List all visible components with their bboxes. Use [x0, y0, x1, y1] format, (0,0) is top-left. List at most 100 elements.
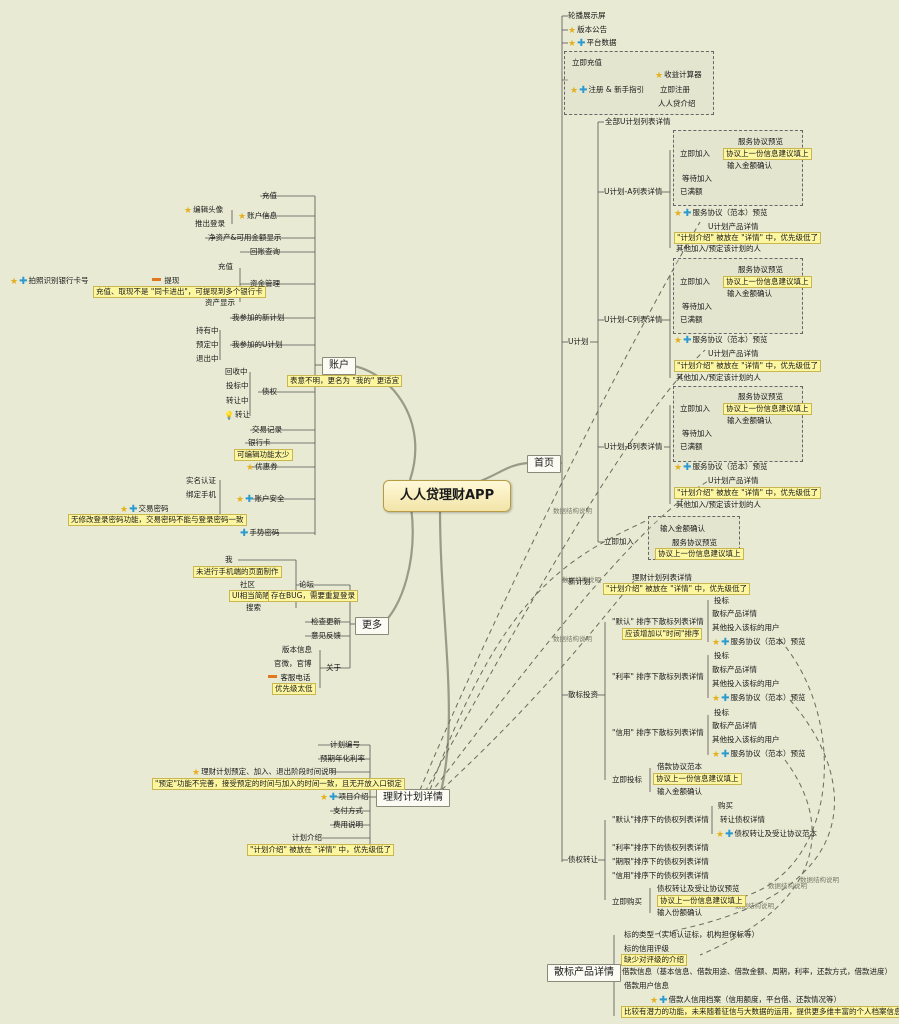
- bind-phone[interactable]: 绑定手机: [186, 490, 216, 499]
- service-agreement-c[interactable]: ★✚服务协议（范本）预览: [674, 335, 767, 346]
- check-update[interactable]: 检查更新: [311, 617, 341, 626]
- exited[interactable]: 退出中: [196, 354, 219, 363]
- home-income-calc[interactable]: ★收益计算器: [655, 70, 702, 81]
- join-now-b[interactable]: 立即加入: [680, 404, 710, 413]
- branch-more[interactable]: 更多: [355, 617, 389, 635]
- u-product-detail-b[interactable]: U计划产品详情: [708, 476, 759, 485]
- service-preview-b[interactable]: 服务协议预览: [738, 392, 783, 401]
- bid-2[interactable]: 投标: [714, 651, 729, 660]
- repay-query[interactable]: 回账查询: [250, 247, 280, 256]
- community[interactable]: 社区: [240, 580, 255, 589]
- transfer[interactable]: 💡转让: [224, 410, 250, 420]
- flow-note[interactable]: ★理财计划预定、加入、退出阶段时间说明: [192, 767, 336, 778]
- service-preview-c[interactable]: 服务协议预览: [738, 265, 783, 274]
- bidding[interactable]: 投标中: [226, 381, 249, 390]
- bid-now[interactable]: 立即投标: [612, 775, 642, 784]
- u-plan-b[interactable]: U计划-B列表详情: [604, 442, 663, 451]
- home-platform-data[interactable]: ★✚平台数据: [568, 38, 616, 49]
- join-now-new[interactable]: 立即加入: [604, 537, 634, 546]
- new-plan[interactable]: 新计划: [568, 577, 591, 586]
- edit-avatar[interactable]: ★编辑头像: [184, 205, 223, 216]
- loan-service-agreement-3[interactable]: ★✚服务协议（范本）预览: [712, 749, 805, 760]
- loan-service-agreement-1[interactable]: ★✚服务协议（范本）预览: [712, 637, 805, 648]
- home-rr-intro[interactable]: 人人贷介绍: [658, 99, 696, 108]
- debt-credit-list[interactable]: "信用"排序下的债权列表详情: [612, 871, 709, 880]
- debt-default-list[interactable]: "默认"排序下的债权列表详情: [612, 815, 709, 824]
- u-product-detail-c[interactable]: U计划产品详情: [708, 349, 759, 358]
- home-register-now[interactable]: 立即注册: [660, 85, 690, 94]
- holding[interactable]: 持有中: [196, 326, 219, 335]
- version[interactable]: 版本信息: [282, 645, 312, 654]
- bid-1[interactable]: 投标: [714, 596, 729, 605]
- plan-intro[interactable]: 计划介绍: [292, 833, 322, 842]
- loan-product-detail-1[interactable]: 散标产品详情: [712, 609, 757, 618]
- debt-rate-list[interactable]: "利率"排序下的债权列表详情: [612, 843, 709, 852]
- home-register-guide[interactable]: ★✚注册 & 新手指引: [570, 85, 644, 96]
- gesture-pwd[interactable]: ✚手势密码: [240, 528, 279, 539]
- transfer-preview[interactable]: 债权转让及受让协议预览: [657, 884, 740, 893]
- plan-list-detail[interactable]: 理财计划列表详情: [632, 573, 692, 582]
- home-recharge-now[interactable]: 立即充值: [572, 58, 602, 67]
- loan-product-detail-3[interactable]: 散标产品详情: [712, 721, 757, 730]
- security[interactable]: ★✚账户安全: [236, 494, 284, 505]
- service-agreement-b[interactable]: ★✚服务协议（范本）预览: [674, 462, 767, 473]
- account-info[interactable]: ★账户信息: [238, 211, 277, 222]
- feedback[interactable]: 意见反馈: [311, 631, 341, 640]
- rate-sort-list[interactable]: "利率" 排序下散标列表详情: [612, 672, 704, 681]
- service-preview-a[interactable]: 服务协议预览: [738, 137, 783, 146]
- service-preview-new[interactable]: 服务协议预览: [672, 538, 717, 547]
- recovering[interactable]: 回收中: [225, 367, 248, 376]
- official[interactable]: 官微，官博: [274, 659, 312, 668]
- enter-amount-b[interactable]: 输入金额确认: [727, 416, 772, 425]
- fund-mgmt[interactable]: 资金管理: [250, 279, 280, 288]
- real-name[interactable]: 实名认证: [186, 476, 216, 485]
- branch-loan-detail[interactable]: 散标产品详情: [547, 964, 621, 982]
- input-amount-new[interactable]: 输入金额确认: [660, 524, 705, 533]
- loan-service-agreement-2[interactable]: ★✚服务协议（范本）预览: [712, 693, 805, 704]
- join-now-a[interactable]: 立即加入: [680, 149, 710, 158]
- debt-buy[interactable]: 购买: [718, 801, 733, 810]
- join-now-c[interactable]: 立即加入: [680, 277, 710, 286]
- account-recharge[interactable]: 充值: [262, 191, 277, 200]
- home-carousel[interactable]: 轮播展示屏: [568, 11, 606, 20]
- u-plan-c[interactable]: U计划-C列表详情: [604, 315, 663, 324]
- my-new-plan[interactable]: 我参加的新计划: [232, 313, 285, 322]
- other-bidders-3[interactable]: 其他投入该标的用户: [712, 735, 780, 744]
- root-node[interactable]: 人人贷理财APP: [383, 480, 512, 512]
- bank-card[interactable]: 银行卡: [248, 438, 271, 447]
- recharge2[interactable]: 充值: [218, 262, 233, 271]
- all-u-plan-list[interactable]: 全部U计划列表详情: [605, 117, 671, 126]
- coupon[interactable]: ★优惠券: [246, 462, 278, 473]
- debt[interactable]: 债权: [262, 387, 277, 396]
- logout[interactable]: 推出登录: [195, 219, 225, 228]
- input-share[interactable]: 输入份额确认: [657, 908, 702, 917]
- bid-3[interactable]: 投标: [714, 708, 729, 717]
- other-bidders-2[interactable]: 其他投入该标的用户: [712, 679, 780, 688]
- project-intro[interactable]: ★✚项目介绍: [320, 792, 368, 803]
- transfer-detail[interactable]: 转让债权详情: [720, 815, 765, 824]
- loan-invest[interactable]: 散标投资: [568, 690, 598, 699]
- others-joined-a[interactable]: 其他加入/预定该计划的人: [676, 244, 762, 253]
- credit-file[interactable]: ★✚借款人信用档案（信用额度，平台借、还款情况等）: [650, 995, 841, 1006]
- hotline[interactable]: 客服电话: [268, 673, 310, 683]
- enter-amount-loan[interactable]: 输入金额确认: [657, 787, 702, 796]
- enter-amount-a[interactable]: 输入金额确认: [727, 161, 772, 170]
- search[interactable]: 搜索: [246, 603, 261, 612]
- more-i[interactable]: 我: [225, 555, 233, 564]
- trade-records[interactable]: 交易记录: [252, 425, 282, 434]
- trade-pwd[interactable]: ★✚交易密码: [120, 504, 168, 515]
- debt-transfer[interactable]: 债权转让: [568, 855, 598, 864]
- branch-plan-detail[interactable]: 理财计划详情: [376, 789, 450, 807]
- debt-term-list[interactable]: "期限"排序下的债权列表详情: [612, 857, 709, 866]
- my-u-plan[interactable]: 我参加的U计划: [232, 340, 283, 349]
- booking[interactable]: 预定中: [196, 340, 219, 349]
- branch-account[interactable]: 账户: [322, 357, 356, 375]
- loan-agreement[interactable]: 借款协议范本: [657, 762, 702, 771]
- others-joined-c[interactable]: 其他加入/预定该计划的人: [676, 373, 762, 382]
- others-joined-b[interactable]: 其他加入/预定该计划的人: [676, 500, 762, 509]
- transferring[interactable]: 转让中: [226, 396, 249, 405]
- service-agreement-a[interactable]: ★✚服务协议（范本）预览: [674, 208, 767, 219]
- forum[interactable]: 论坛: [299, 580, 314, 589]
- bank-scan[interactable]: ★✚拍照识别银行卡号: [10, 276, 88, 287]
- enter-amount-c[interactable]: 输入金额确认: [727, 289, 772, 298]
